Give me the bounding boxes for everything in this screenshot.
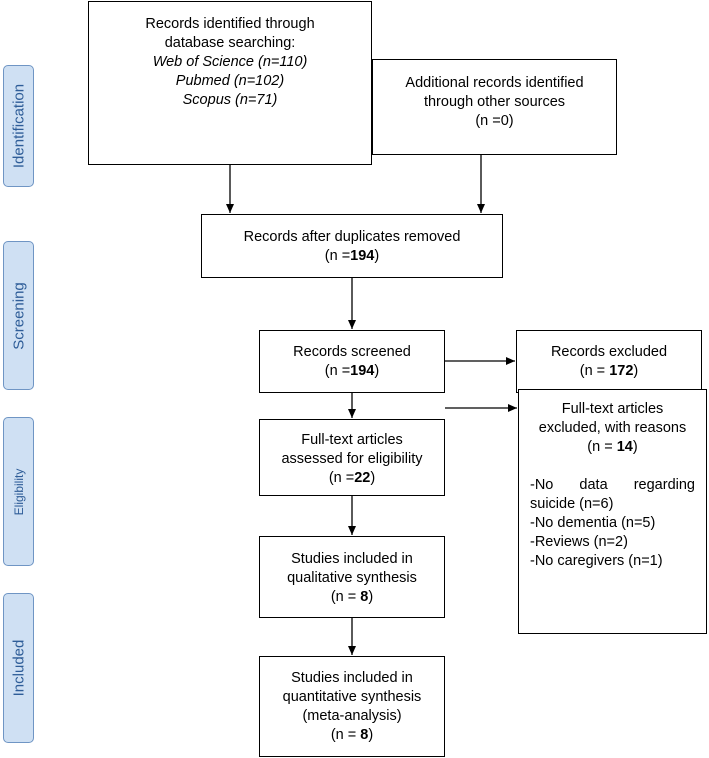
additional-line1: Additional records identified: [405, 75, 584, 91]
reason-3: -Reviews (n=2): [530, 534, 628, 550]
quantitative-synthesis-box: Studies included in quantitative synthes…: [259, 656, 445, 757]
duplicates-count: (n =194): [324, 248, 380, 264]
quantitative-line1: Studies included in: [291, 670, 413, 686]
additional-records-box: Additional records identified through ot…: [372, 59, 617, 155]
spacer: [530, 457, 695, 476]
fulltext-excluded-box: Full-text articles excluded, with reason…: [518, 389, 707, 634]
screened-count: (n =194): [324, 363, 380, 379]
phase-screening: Screening: [3, 241, 34, 390]
database-line2: database searching:: [164, 35, 296, 51]
fulltext-assessed-box: Full-text articles assessed for eligibil…: [259, 419, 445, 496]
qualitative-line1: Studies included in: [291, 551, 413, 567]
database-search-box: Records identified through database sear…: [88, 1, 372, 165]
database-line1: Records identified through: [145, 16, 315, 32]
duplicates-removed-box: Records after duplicates removed (n =194…: [201, 214, 503, 278]
qualitative-count: (n = 8): [330, 589, 374, 605]
excluded-count: (n = 172): [579, 363, 639, 379]
fulltext-line2: assessed for eligibility: [281, 451, 423, 467]
phase-included: Included: [3, 593, 34, 743]
phase-eligibility: Eligibility: [3, 417, 34, 566]
screened-line1: Records screened: [293, 344, 411, 360]
reason-4: -No caregivers (n=1): [530, 553, 663, 569]
additional-count: (n =0): [475, 113, 514, 129]
additional-line2: through other sources: [423, 94, 566, 110]
records-screened-box: Records screened (n =194): [259, 330, 445, 393]
fulltext-excluded-count: (n = 14): [587, 439, 638, 455]
quantitative-line2: quantitative synthesis: [282, 689, 422, 705]
database-pubmed: Pubmed (n=102): [175, 73, 285, 89]
phase-identification: Identification: [3, 65, 34, 187]
qualitative-synthesis-box: Studies included in qualitative synthesi…: [259, 536, 445, 618]
database-scopus: Scopus (n=71): [182, 92, 278, 108]
fulltext-count: (n =22): [328, 470, 376, 486]
database-wos: Web of Science (n=110): [152, 54, 308, 70]
reason-1-cont: suicide (n=6): [530, 496, 614, 512]
fulltext-line1: Full-text articles: [301, 432, 403, 448]
quantitative-count: (n = 8): [330, 727, 374, 743]
quantitative-line3: (meta-analysis): [302, 708, 402, 724]
excluded-line1: Records excluded: [550, 344, 668, 360]
reason-2: -No dementia (n=5): [530, 515, 656, 531]
fulltext-excluded-line1: Full-text articles: [561, 401, 664, 417]
duplicates-line1: Records after duplicates removed: [243, 229, 461, 245]
fulltext-excluded-line2: excluded, with reasons: [538, 420, 687, 436]
qualitative-line2: qualitative synthesis: [287, 570, 417, 586]
reason-1: -No data regarding: [530, 477, 695, 493]
records-excluded-box: Records excluded (n = 172): [516, 330, 702, 393]
